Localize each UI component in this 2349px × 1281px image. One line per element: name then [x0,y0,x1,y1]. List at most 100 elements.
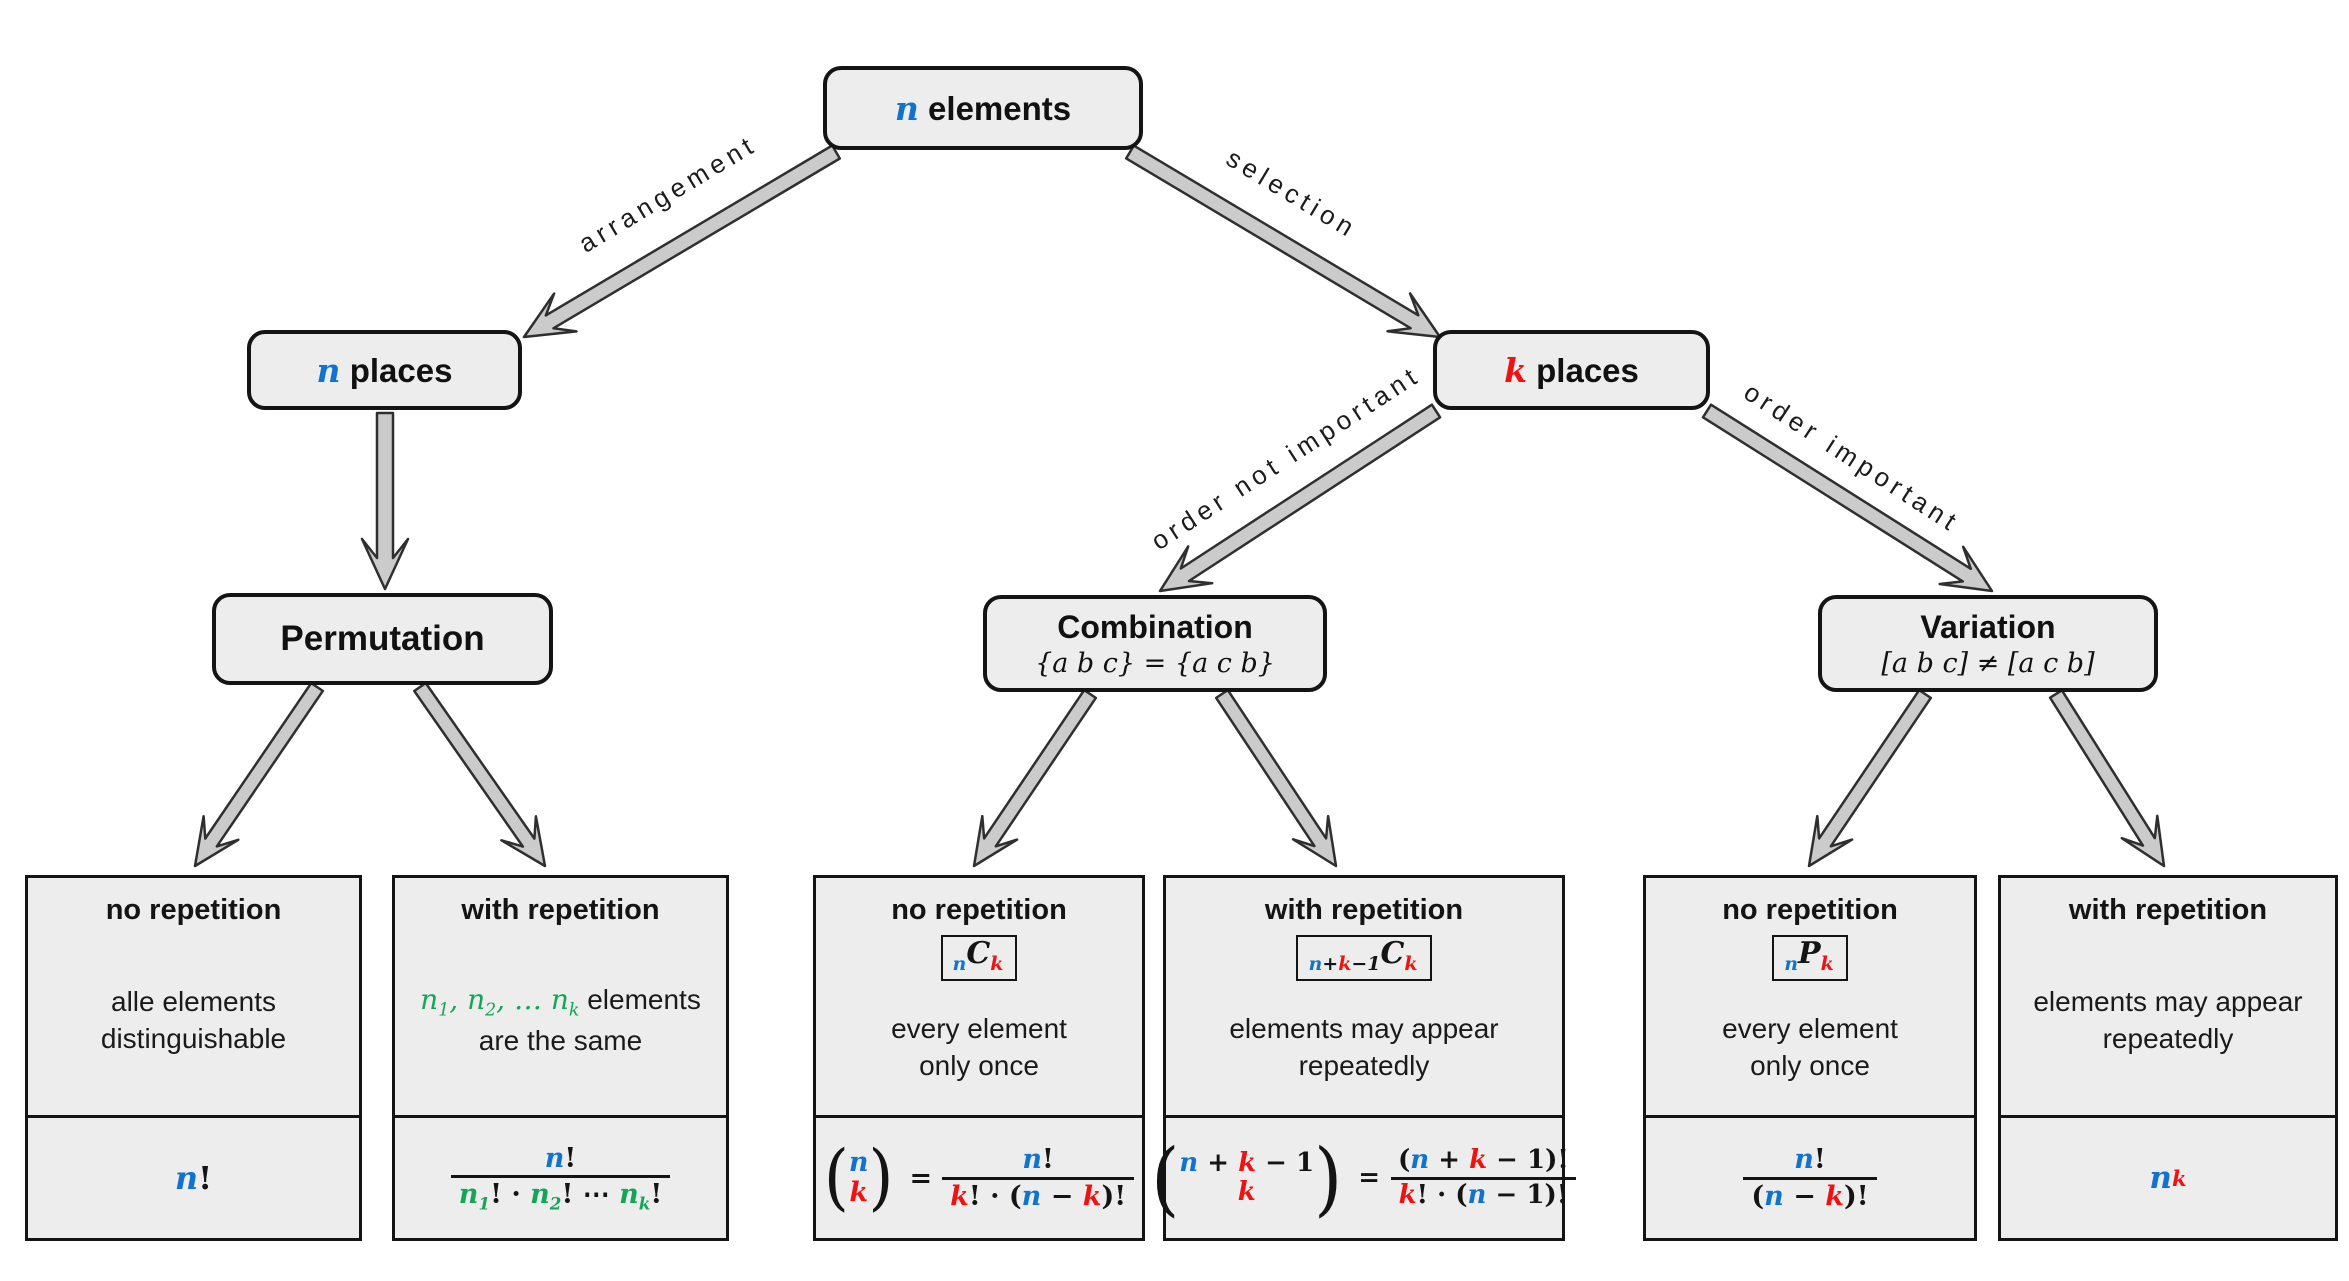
sub-n+k-1: n+k−1 [1308,953,1381,975]
leaf-top: no repetition nCk every element only onc… [816,878,1142,1115]
symbol-C: C [966,936,991,971]
flow-arrow [1701,403,1994,593]
node-variation-subtitle: [a b c] ≠ [a c b] [1881,647,2095,679]
desc-line-2: repeatedly [2102,1023,2234,1054]
desc-line-2: only once [1750,1049,1870,1081]
node-combination: Combination {a b c} = {a c b} [983,595,1327,692]
desc-line-1: every element [891,1012,1067,1044]
node-n-places: n places [247,330,522,410]
node-permutation-title: Permutation [280,619,485,658]
leaf-title: no repetition [1722,894,1898,926]
op-equals: = [909,1162,933,1194]
op-equals: = [1358,1163,1380,1193]
node-k-places-label: k places [1504,351,1639,390]
leaf-description: elements may appear repeatedly [1229,981,1498,1115]
flow-arrow [2048,689,2166,868]
badge-nPk: nPk [1772,935,1848,981]
sub-k: k [990,953,1004,975]
node-k-places-text: places [1526,351,1639,389]
denominator: k! · (n − 1)! [1390,1176,1577,1212]
desc-line-2: are the same [478,1024,643,1056]
symbol-P: P [1798,936,1821,971]
leaf-title: with repetition [461,894,660,926]
numerator: n! [1022,1144,1054,1176]
formula-binomial-n+k-1: ( n + k − 1 k ) = (n + k − 1)! k! · (n −… [1151,1115,1577,1238]
leaf-top: with repetition n1, n2, … nk elements ar… [395,878,726,1115]
node-variation: Variation [a b c] ≠ [a c b] [1818,595,2158,692]
node-n-elements-label: n elements [895,89,1071,128]
flow-arrow [413,681,547,868]
node-k-places: k places [1433,330,1710,410]
node-n-elements: n elements [823,66,1143,150]
flow-arrow [1124,144,1442,339]
leaf-title: with repetition [2068,894,2268,926]
var-n1: n1, n2, … nk [420,983,580,1021]
desc-text: elements [579,984,701,1016]
leaf-title: no repetition [891,894,1067,926]
desc-line-1: alle elements [111,986,276,1018]
var-n: n [2149,1160,2172,1196]
leaf-description: n1, n2, … nk elements are the same [420,927,701,1115]
leaf-combination-with-repetition: with repetition n+k−1Ck elements may app… [1151,875,1577,1241]
numerator: n! [1794,1144,1826,1176]
fraction: (n + k − 1)! k! · (n − 1)! [1390,1145,1577,1212]
var-n: n [174,1159,199,1197]
node-combination-subtitle: {a b c} = {a c b} [1035,647,1275,679]
denominator: k! · (n − k)! [942,1176,1135,1213]
leaf-description: elements may appear repeatedly [2033,927,2302,1115]
desc-line-1: every element [1722,1012,1898,1044]
leaf-top: no repetition alle elements distinguisha… [28,878,359,1115]
flow-arrow [193,681,325,868]
sub-n: n [952,953,967,975]
leaf-combination-no-repetition: no repetition nCk every element only onc… [813,875,1145,1241]
flow-arrow [1807,688,1933,868]
flow-arrow [522,144,842,339]
node-combination-title: Combination [1057,608,1253,645]
badge-n+k-1Ck: n+k−1Ck [1296,935,1432,981]
node-n-places-label: n places [317,351,453,390]
formula-n-factorial: n! [28,1115,359,1238]
leaf-variation-with-repetition: with repetition elements may appear repe… [1998,875,2338,1241]
leaf-title: with repetition [1264,894,1464,926]
node-n-elements-text: elements [918,89,1072,127]
fraction: n! n1! · n2! ⋯ nk! [450,1142,671,1215]
formula-binomial-nk: ( n k ) = n! k! · (n − k)! [816,1115,1142,1238]
sub-k: k [1404,953,1418,975]
leaf-permutation-with-repetition: with repetition n1, n2, … nk elements ar… [392,875,729,1241]
binomial-column: n k [848,1147,869,1208]
node-variation-title: Variation [1920,608,2056,645]
denominator: n1! · n2! ⋯ nk! [450,1174,671,1215]
numerator: (n + k − 1)! [1397,1144,1569,1175]
leaf-top: with repetition elements may appear repe… [2001,878,2335,1115]
node-permutation: Permutation [212,593,553,685]
desc-line-1: n1, n2, … nk elements [420,982,701,1023]
numerator: n! [544,1142,577,1174]
fraction: n! (n − k)! [1743,1143,1877,1213]
var-n: n [316,350,341,390]
binomial: ( n + k − 1 k ) [1151,1130,1343,1226]
flow-arrow [360,411,410,591]
formula-n-factorial-over-n-minus-k: n! (n − k)! [1646,1115,1974,1238]
leaf-title: no repetition [105,894,282,926]
formula-n-factorial-over-repeats: n! n1! · n2! ⋯ nk! [395,1115,726,1238]
desc-line-2: only once [919,1049,1039,1081]
flow-arrow [1158,403,1442,593]
desc-line-2: repeatedly [1298,1049,1430,1081]
sub-n: n [1784,953,1799,975]
leaf-top: no repetition nPk every element only onc… [1646,878,1974,1115]
var-k: k [1504,350,1527,390]
sub-k: k [1820,953,1834,975]
desc-line-2: distinguishable [100,1023,287,1054]
denominator: (n − k)! [1743,1176,1877,1213]
leaf-permutation-no-repetition: no repetition alle elements distinguisha… [25,875,362,1241]
binomial-column: n + k − 1 k [1179,1148,1315,1207]
leaf-top: with repetition n+k−1Ck elements may app… [1166,878,1562,1115]
var-n: n [894,88,919,128]
op-factorial: ! [198,1159,213,1197]
sup-k: k [2171,1165,2187,1191]
leaf-variation-no-repetition: no repetition nPk every element only onc… [1643,875,1977,1241]
leaf-description: every element only once [891,981,1067,1115]
flow-arrow [972,688,1098,868]
desc-line-1: elements may appear [1229,1012,1499,1044]
